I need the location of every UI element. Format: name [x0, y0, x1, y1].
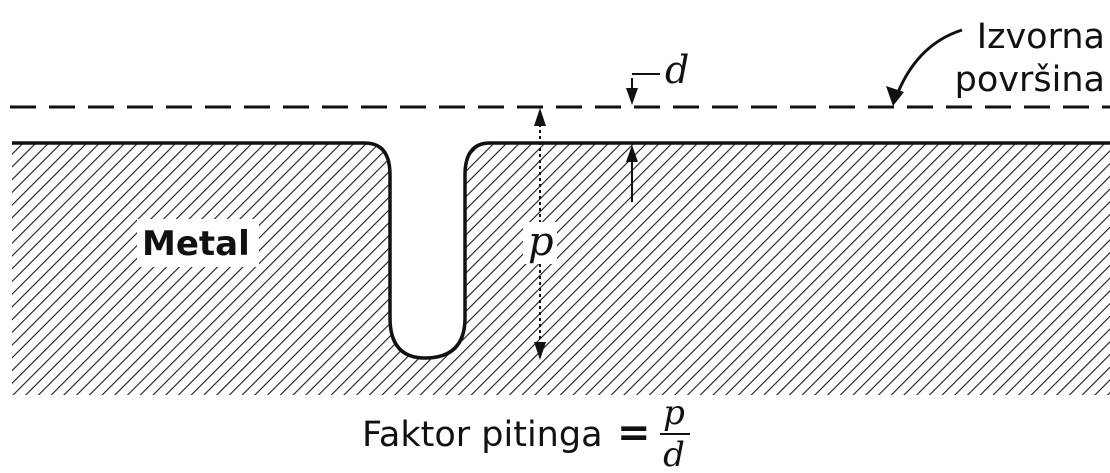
d-dimension — [626, 73, 660, 202]
d-label: d — [665, 48, 689, 92]
formula-equals: = — [617, 410, 651, 456]
metal-label-background — [137, 219, 259, 267]
formula-denominator: d — [663, 435, 685, 468]
formula-prefix: Faktor pitinga — [362, 415, 603, 455]
original-surface-leader-arrowhead — [886, 86, 904, 106]
p-dimension — [523, 108, 557, 360]
original-surface-label-line1: Izvorna — [977, 17, 1105, 57]
metal-label: Metal — [142, 224, 250, 264]
metal-body — [12, 143, 1110, 395]
original-surface-leader — [893, 28, 963, 101]
metal-surface-line — [12, 141, 1110, 360]
formula-numerator: p — [663, 393, 685, 433]
original-surface-label-line2: površina — [955, 60, 1105, 100]
p-label: p — [528, 219, 554, 265]
